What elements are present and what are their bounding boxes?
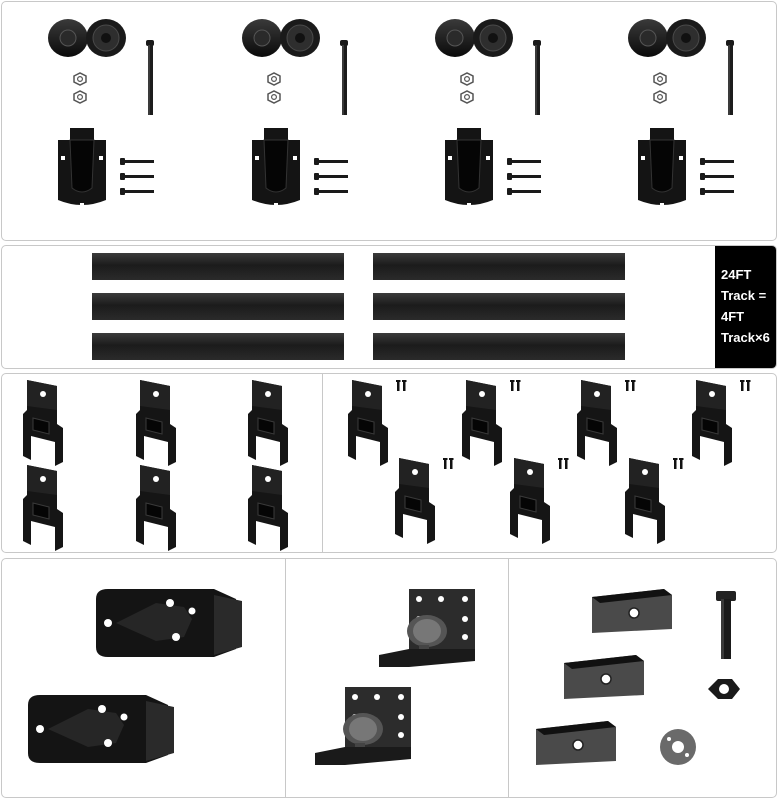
track-label-line4: Track×6	[721, 330, 770, 345]
accessories-divider-2	[508, 559, 509, 797]
bracket-group-right	[347, 379, 751, 545]
roller-kit-illustration	[47, 18, 735, 208]
stopper-hardware	[660, 591, 740, 765]
track-label-line3: 4FT	[721, 309, 745, 324]
bracket-panel-divider	[322, 374, 323, 552]
roller-kit-4	[627, 18, 735, 208]
accessories-illustration	[28, 588, 740, 766]
roller-kit-3	[434, 18, 542, 208]
roller-kit-panel	[1, 1, 777, 241]
track-length-badge: 24FT Track = 4FT Track×6	[715, 246, 776, 368]
anti-jump-blocks	[535, 588, 673, 766]
hinge-plates	[28, 589, 242, 763]
accessories-divider-1	[285, 559, 286, 797]
roller-kit-1	[47, 18, 155, 208]
track-panel: 24FT Track = 4FT Track×6	[1, 245, 777, 369]
track-illustration	[92, 253, 625, 360]
bracket-group-left	[22, 379, 289, 552]
track-label-line2: Track =	[721, 288, 767, 303]
floor-guides	[315, 589, 475, 765]
accessories-panel	[1, 558, 777, 798]
track-label-line1: 24FT	[721, 267, 752, 282]
bracket-illustration	[22, 379, 751, 552]
roller-kit-2	[241, 18, 349, 208]
bracket-panel	[1, 373, 777, 553]
track-bars	[92, 253, 625, 360]
